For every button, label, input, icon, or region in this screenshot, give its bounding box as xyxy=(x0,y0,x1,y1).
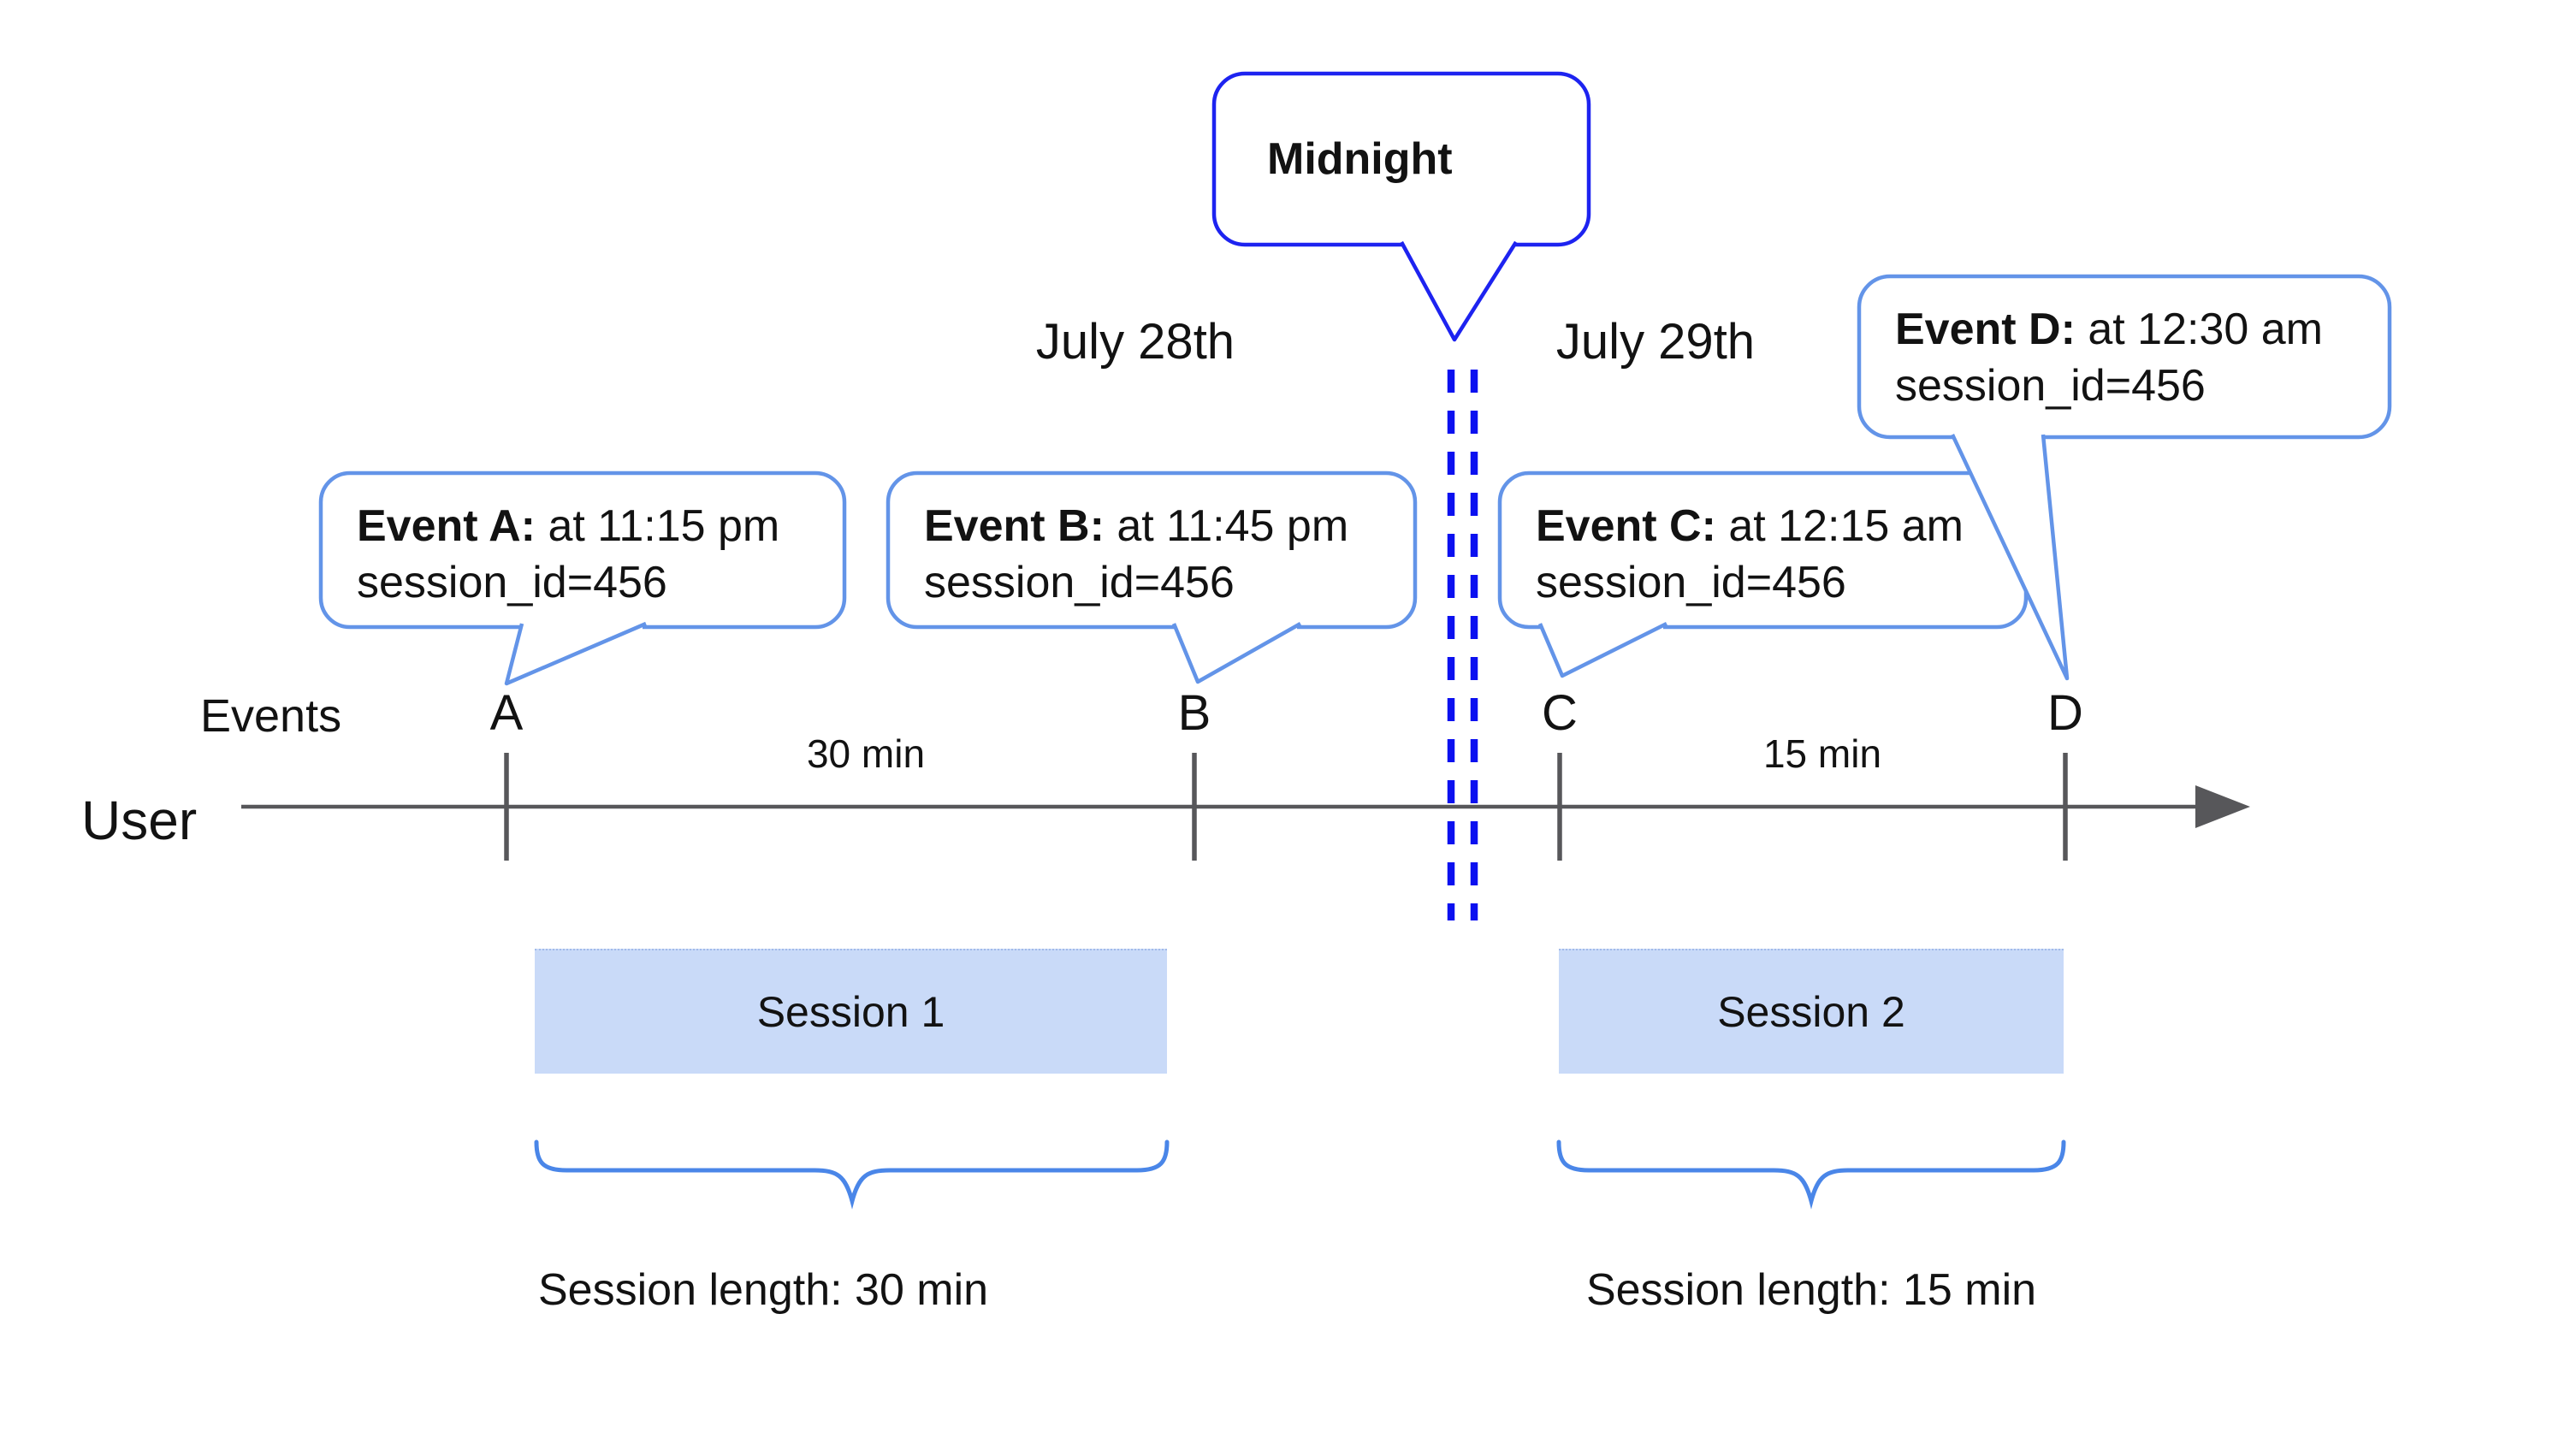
date-label-july-28: July 28th xyxy=(1035,314,1235,370)
event-d-callout-title: Event D: xyxy=(1895,305,2076,354)
interval-label-30min: 30 min xyxy=(806,731,926,776)
event-c-callout-session: session_id=456 xyxy=(1536,558,1846,607)
session-2-box: Session 2 xyxy=(1559,949,2064,1074)
user-row-label: User xyxy=(81,790,198,851)
event-b-callout-tail xyxy=(1171,622,1302,684)
event-c-callout-time: at 12:15 am xyxy=(1715,501,1964,551)
event-a-callout-tail xyxy=(504,621,647,686)
session-1-label: Session 1 xyxy=(756,988,945,1036)
midnight-label: Midnight xyxy=(1267,134,1453,184)
event-letter-a: A xyxy=(489,685,524,741)
event-letter-b: B xyxy=(1177,685,1211,741)
events-row-label: Events xyxy=(200,690,342,742)
event-letter-d: D xyxy=(2047,685,2083,741)
midnight-bubble-tail xyxy=(1400,240,1518,342)
event-c-callout-text: Event C: at 12:15 am session_id=456 xyxy=(1536,498,1964,611)
event-c-callout-title: Event C: xyxy=(1536,501,1716,551)
event-a-callout-time: at 11:15 pm xyxy=(536,501,780,551)
event-c-callout-tail xyxy=(1537,621,1668,678)
event-d-callout-tail xyxy=(1950,434,2070,681)
event-b-callout-session: session_id=456 xyxy=(924,558,1235,607)
interval-label-15min: 15 min xyxy=(1762,731,1882,776)
event-a-callout-text: Event A: at 11:15 pm session_id=456 xyxy=(357,498,779,611)
timeline-arrowhead xyxy=(2195,785,2250,828)
event-a-callout-session: session_id=456 xyxy=(357,558,667,607)
event-d-callout-text: Event D: at 12:30 am session_id=456 xyxy=(1895,301,2323,414)
event-d-callout-session: session_id=456 xyxy=(1895,361,2206,411)
event-d-callout-bubble xyxy=(1857,274,2392,440)
brace-session-2 xyxy=(1556,1139,2066,1210)
event-c-callout-line1: Event C: at 12:15 am xyxy=(1536,498,1964,554)
brace-session-1 xyxy=(534,1139,1170,1210)
event-b-callout-bubble xyxy=(886,471,1418,630)
event-b-callout-text: Event B: at 11:45 pm session_id=456 xyxy=(924,498,1348,611)
session-1-length-label: Session length: 30 min xyxy=(538,1265,989,1315)
session-2-length-label: Session length: 15 min xyxy=(1585,1265,2037,1315)
event-a-callout-line1: Event A: at 11:15 pm xyxy=(357,498,779,554)
event-b-callout-time: at 11:45 pm xyxy=(1104,501,1349,551)
event-b-callout-title: Event B: xyxy=(924,501,1105,551)
event-d-callout-time: at 12:30 am xyxy=(2075,305,2323,354)
event-letter-c: C xyxy=(1542,685,1578,741)
event-d-callout-line1: Event D: at 12:30 am xyxy=(1895,301,2323,358)
session-1-box: Session 1 xyxy=(535,949,1167,1074)
date-label-july-29: July 29th xyxy=(1555,314,1756,370)
event-a-callout-title: Event A: xyxy=(357,501,536,551)
event-b-callout-line1: Event B: at 11:45 pm xyxy=(924,498,1348,554)
session-2-label: Session 2 xyxy=(1717,988,1905,1036)
